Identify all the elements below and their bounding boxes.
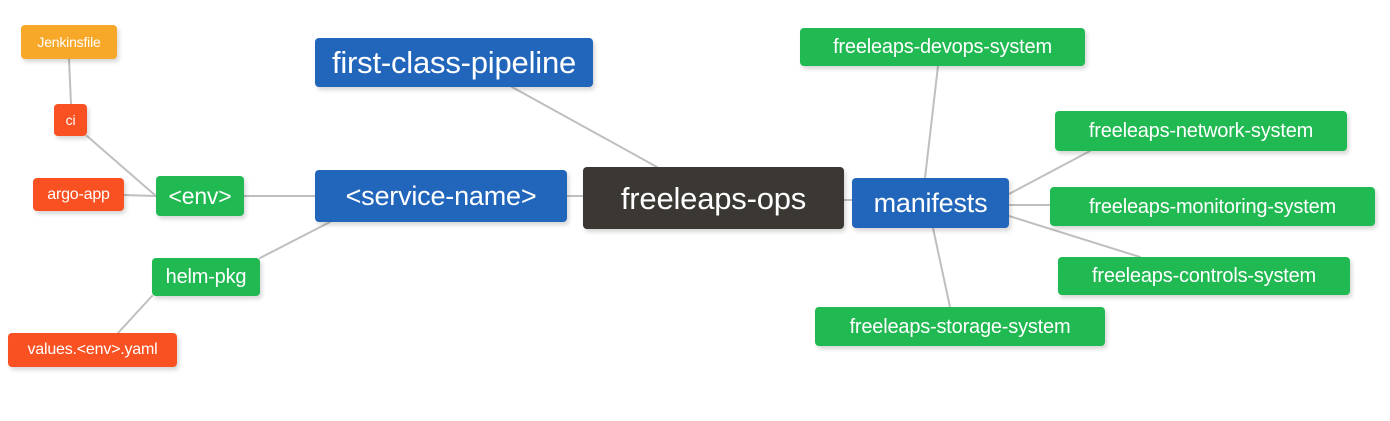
- edge-jenkinsfile-to-ci: [68, 58, 72, 105]
- node-devops-system[interactable]: freeleaps-devops-system: [800, 28, 1085, 66]
- edge-helm-pkg-to-values-yaml: [117, 295, 153, 334]
- node-env[interactable]: <env>: [156, 176, 244, 216]
- edge-argo-app-to-env: [123, 194, 157, 197]
- node-controls-system[interactable]: freeleaps-controls-system: [1058, 257, 1350, 295]
- node-values-yaml[interactable]: values.<env>.yaml: [8, 333, 177, 367]
- node-freeleaps-ops[interactable]: freeleaps-ops: [583, 167, 844, 229]
- node-network-system[interactable]: freeleaps-network-system: [1055, 111, 1347, 151]
- node-ci[interactable]: ci: [54, 104, 87, 136]
- node-monitoring-system[interactable]: freeleaps-monitoring-system: [1050, 187, 1375, 226]
- node-service-name[interactable]: <service-name>: [315, 170, 567, 222]
- edge-manifests-to-storage-system: [932, 227, 951, 308]
- node-argo-app[interactable]: argo-app: [33, 178, 124, 211]
- node-manifests[interactable]: manifests: [852, 178, 1009, 228]
- node-storage-system[interactable]: freeleaps-storage-system: [815, 307, 1105, 346]
- node-first-class[interactable]: first-class-pipeline: [315, 38, 593, 87]
- edge-manifests-to-devops-system: [924, 65, 939, 179]
- edge-first-class-to-freeleaps-ops: [511, 86, 658, 168]
- node-jenkinsfile[interactable]: Jenkinsfile: [21, 25, 117, 59]
- node-helm-pkg[interactable]: helm-pkg: [152, 258, 260, 296]
- edge-service-name-to-helm-pkg: [259, 221, 331, 259]
